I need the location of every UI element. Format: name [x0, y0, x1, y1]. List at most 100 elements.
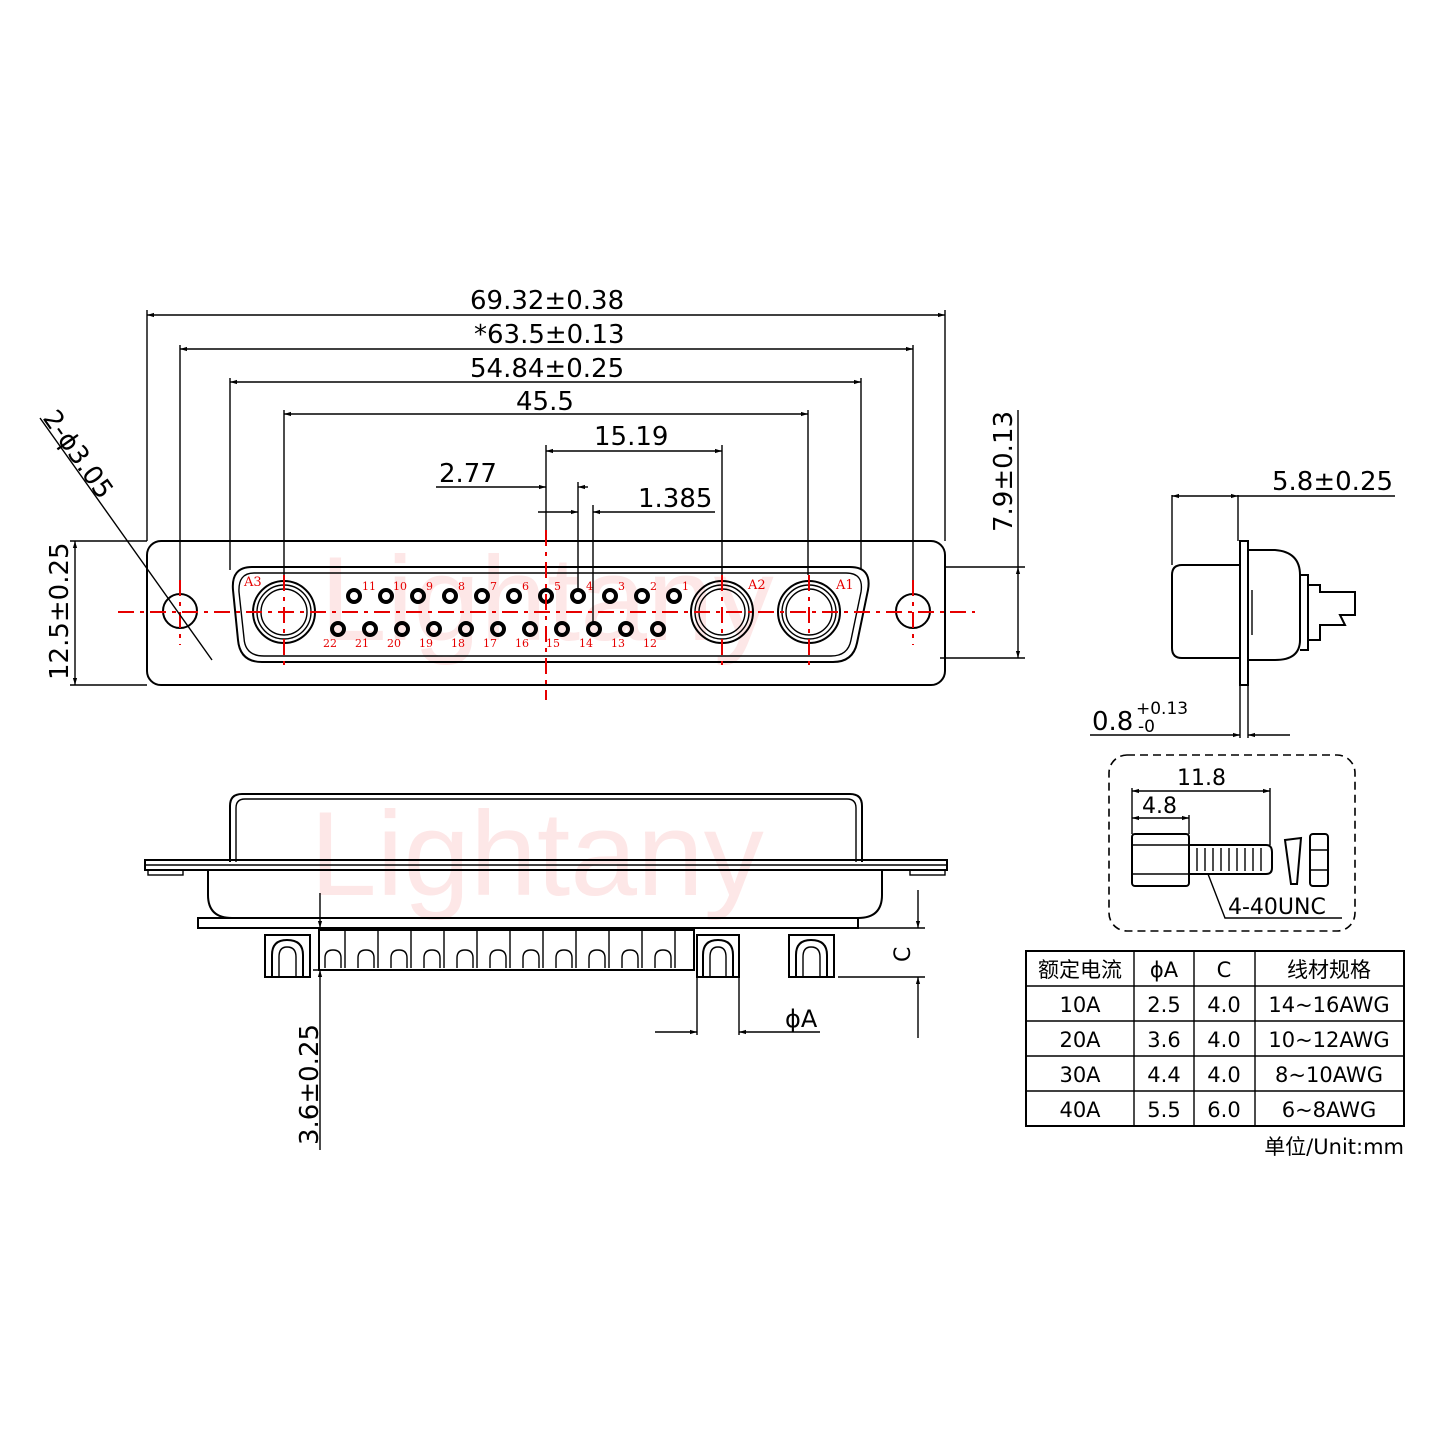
table-cell: 6.0: [1207, 1098, 1240, 1122]
pin-label: 10: [393, 580, 407, 593]
pin-label: 13: [611, 637, 625, 650]
table-grid: [1026, 951, 1404, 1126]
dim-flange-tol-minus: -0: [1138, 717, 1155, 737]
bottom-shell: [229, 793, 863, 862]
table-cell: 4.0: [1207, 1063, 1240, 1087]
pin-label: 17: [483, 637, 497, 650]
table-cell: 5.5: [1147, 1098, 1180, 1122]
bottom-shell-inner: [235, 798, 857, 862]
dim-mount-hole: 2-ϕ3.05: [36, 405, 118, 505]
side-view: 5.8±0.25 0.8 +0.13 -0: [1090, 467, 1395, 738]
screw-detail: 11.8 4.8 4-40UNC: [1108, 754, 1356, 932]
table-header: 额定电流: [1038, 958, 1122, 982]
dim-flange-tol-plus: +0.13: [1136, 699, 1188, 719]
extension-lines: [70, 310, 1025, 686]
watermark-bottom: Lightany: [310, 787, 764, 921]
thread-leader: [1207, 873, 1342, 919]
pin-label: 16: [515, 637, 529, 650]
screw-thread: [1189, 844, 1273, 875]
pin-label: 18: [451, 637, 465, 650]
spec-table: 额定电流 ϕA C 线材规格 10A 2.5 4.0 14~16AWG 20A …: [1025, 950, 1405, 1159]
dim-tail-length: 3.6±0.25: [295, 1024, 325, 1145]
pin-label: 21: [355, 637, 369, 650]
table-header: ϕA: [1150, 958, 1179, 982]
side-tail: [1308, 584, 1356, 641]
table-border: [1025, 950, 1405, 1127]
pin-label: 7: [490, 580, 497, 593]
pin-label: 4: [586, 580, 593, 593]
bottom-view: 3.6±0.25 C ϕA: [144, 793, 948, 1150]
side-shell-front: [1171, 564, 1240, 659]
large-tail-a1: [788, 934, 835, 978]
pin-label: 9: [426, 580, 433, 593]
hex-nut: [1309, 833, 1329, 887]
dim-overall-width: 69.32±0.38: [470, 286, 624, 316]
lock-washer: [1283, 836, 1303, 885]
dim-shell-width: 54.84±0.25: [470, 354, 624, 384]
pin-label: 2: [650, 580, 657, 593]
dim-shell-height: 7.9±0.13: [989, 411, 1019, 532]
dim-pin-pitch: 2.77: [439, 459, 497, 489]
pin-label: 15: [546, 637, 560, 650]
table-cell: 10A: [1059, 993, 1101, 1017]
flange-tab-left: [147, 869, 184, 876]
pin-label: 14: [579, 637, 593, 650]
dim-pin-offset: 15.19: [594, 422, 668, 452]
large-tail-a3: [264, 934, 311, 978]
table-cell: 4.0: [1207, 993, 1240, 1017]
table-cell: 8~10AWG: [1275, 1063, 1383, 1087]
dim-large-contact-spacing: 45.5: [516, 387, 574, 417]
side-body-rear: [1248, 549, 1301, 661]
table-cell: 40A: [1059, 1098, 1101, 1122]
detail-frame: [1108, 754, 1356, 932]
pin-label: 5: [554, 580, 561, 593]
dim-depth: 5.8±0.25: [1272, 467, 1393, 497]
contact-label-a1: A1: [835, 578, 854, 593]
dim-flange-thickness: 0.8: [1092, 707, 1133, 737]
dim-half-pitch: 1.385: [638, 484, 712, 514]
table-cell: 10~12AWG: [1268, 1028, 1389, 1052]
thread-spec: 4-40UNC: [1228, 895, 1326, 920]
dim-c: C: [891, 947, 916, 962]
dim-head-length: 4.8: [1142, 794, 1177, 819]
table-cell: 6~8AWG: [1282, 1098, 1377, 1122]
dim-diameter-a: ϕA: [785, 1005, 818, 1033]
large-tail-a2: [696, 934, 740, 1035]
pin-label: 22: [323, 637, 337, 650]
table-cell: 4.0: [1207, 1028, 1240, 1052]
table-header: C: [1217, 958, 1232, 982]
leader-line: [39, 417, 213, 661]
pin-tails: [324, 930, 676, 968]
table-cell: 4.4: [1147, 1063, 1180, 1087]
rear-plate: [197, 917, 859, 929]
table-cell: 2.5: [1147, 993, 1180, 1017]
dim-screw-length: 11.8: [1177, 766, 1226, 791]
dim-flange-height: 12.5±0.25: [45, 542, 75, 680]
unit-note: 单位/Unit:mm: [1264, 1135, 1404, 1159]
side-step: [1300, 574, 1309, 651]
dim-mount-hole-spacing: *63.5±0.13: [474, 320, 625, 350]
table-cell: 30A: [1059, 1063, 1101, 1087]
table-cell: 14~16AWG: [1268, 993, 1389, 1017]
table-header: 线材规格: [1287, 958, 1371, 982]
thread-lines: [1196, 848, 1262, 871]
shell-outline: [231, 566, 870, 663]
table-cell: 20A: [1059, 1028, 1101, 1052]
contact-label-a3: A3: [243, 575, 262, 590]
pin-label: 1: [682, 580, 689, 593]
table-cell: 3.6: [1147, 1028, 1180, 1052]
screw-head: [1131, 833, 1190, 887]
pin-label: 11: [362, 580, 376, 593]
pin-label: 12: [643, 637, 657, 650]
pin-label: 3: [618, 580, 625, 593]
flange-tab-right: [909, 869, 946, 876]
contact-label-a2: A2: [747, 578, 766, 593]
pin-label: 19: [419, 637, 433, 650]
side-flange: [1239, 540, 1249, 686]
pin-tail-block: [318, 929, 695, 971]
pin-label: 20: [387, 637, 401, 650]
pin-label: 8: [458, 580, 465, 593]
pin-label: 6: [522, 580, 529, 593]
shell-inner: [238, 572, 863, 657]
